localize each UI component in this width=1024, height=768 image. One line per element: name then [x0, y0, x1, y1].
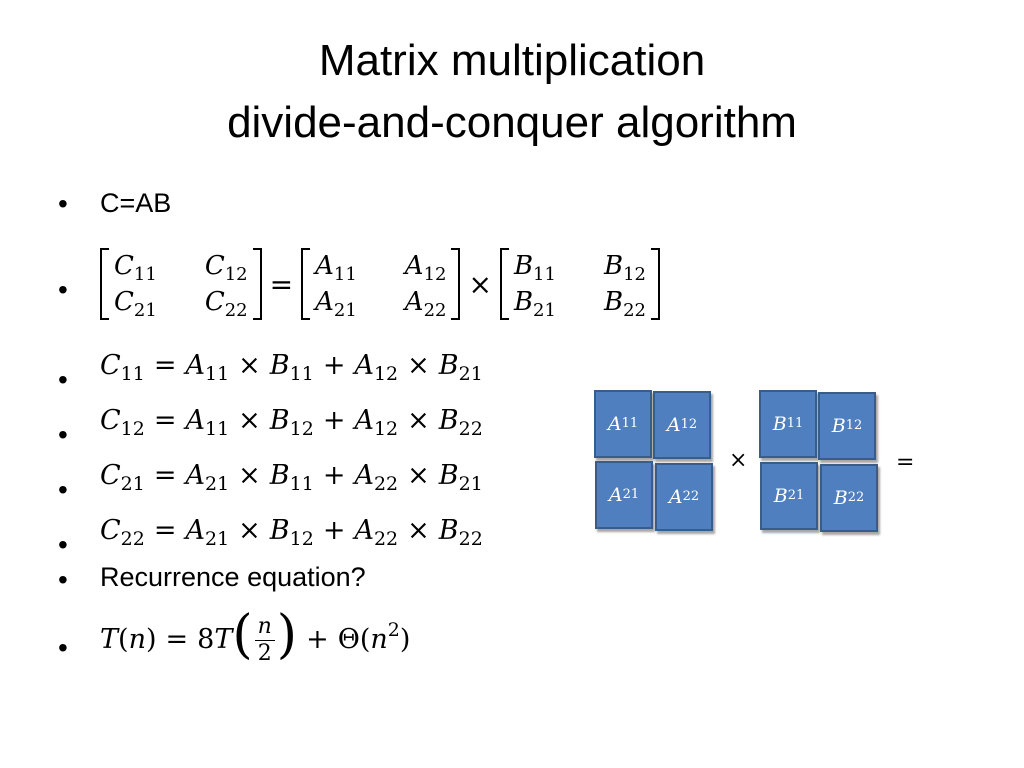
equation-row: C21=A21×B11+A22×B21 — [100, 460, 483, 495]
bullet-marker: • — [58, 274, 68, 305]
equals-sign: = — [269, 267, 294, 301]
bullet-marker: • — [58, 564, 68, 595]
bullet-marker: • — [58, 419, 68, 450]
equation-row: C22=A21×B12+A22×B22 — [100, 515, 483, 550]
diagram-times-sign: × — [729, 448, 748, 473]
title-line-1: Matrix multiplication — [318, 36, 706, 85]
bullet-marker: • — [58, 632, 68, 663]
bullet-marker: • — [58, 364, 68, 395]
times-sign: × — [468, 267, 492, 301]
bullet-recurrence-question: Recurrence equation? — [100, 562, 366, 592]
title-line-2: divide-and-conquer algorithm — [227, 98, 797, 147]
bullet-marker: • — [58, 529, 68, 560]
equation-row: C12=A11×B12+A12×B22 — [100, 405, 483, 440]
bullet-marker: • — [58, 474, 68, 505]
slide-title: Matrix multiplication divide-and-conquer… — [0, 30, 1024, 154]
bullet-c-equals-ab: C=AB — [100, 188, 172, 218]
equation-row: C11=A11×B11+A12×B21 — [100, 350, 483, 385]
diagram-equals-sign: = — [896, 450, 915, 475]
bullet-marker: • — [58, 188, 68, 219]
